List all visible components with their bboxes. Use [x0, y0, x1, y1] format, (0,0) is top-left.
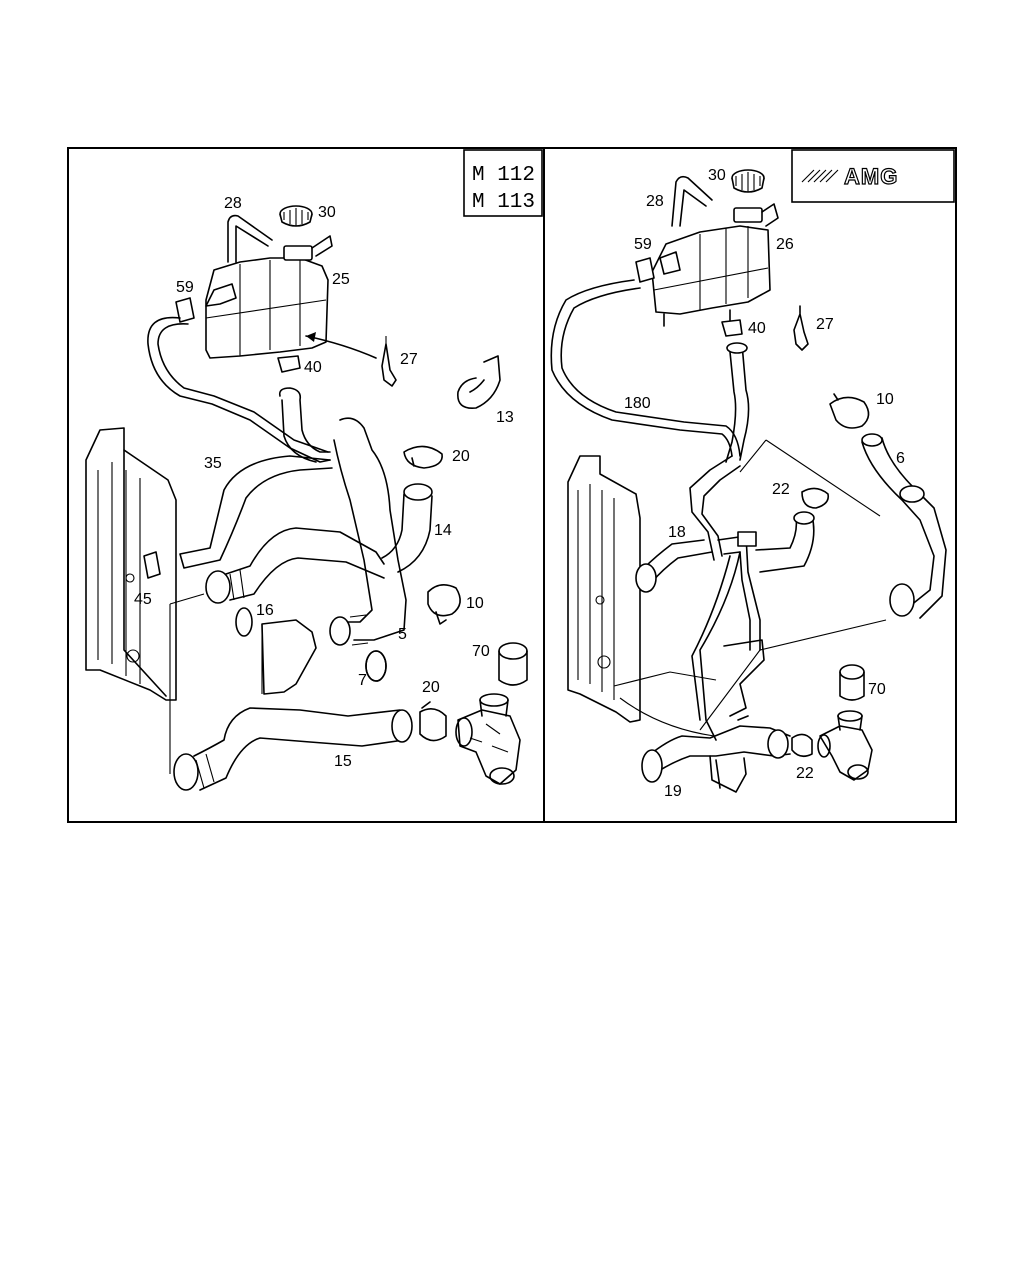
callout-19: 19	[664, 783, 682, 800]
clip-59-right	[635, 257, 655, 283]
clamp-22-upper	[801, 487, 830, 509]
diagram-border	[67, 147, 957, 823]
callout-27: 27	[400, 351, 418, 368]
callout-30: 30	[318, 204, 336, 221]
expansion-tank-25	[205, 235, 333, 359]
callout-27-right: 27	[816, 316, 834, 333]
callout-70: 70	[472, 643, 490, 660]
hose-35	[147, 316, 331, 463]
callout-10-right: 10	[876, 391, 894, 408]
engine-code-line2: M 113	[472, 191, 535, 214]
callout-26: 26	[776, 236, 794, 253]
callout-70-right: 70	[868, 681, 886, 698]
callout-59-right: 59	[634, 236, 652, 253]
radiator-right	[567, 455, 717, 737]
left-panel: M 112 M 113	[85, 149, 543, 791]
o-ring-7	[365, 650, 387, 682]
plug-40-right	[721, 319, 743, 337]
clamp-20-upper	[403, 445, 443, 469]
hose-upper-tank-outlet	[278, 387, 331, 463]
plug-40	[277, 355, 301, 373]
callout-45: 45	[134, 591, 152, 608]
clamp-10-right	[829, 393, 870, 429]
callout-13: 13	[496, 409, 514, 426]
callout-7: 7	[358, 672, 367, 689]
sensor-27-right	[793, 305, 809, 351]
callout-14: 14	[434, 522, 452, 539]
callout-16: 16	[256, 602, 274, 619]
hose-6	[861, 433, 947, 619]
callout-40: 40	[304, 359, 322, 376]
hose-18	[635, 455, 815, 651]
callout-22-lower: 22	[796, 765, 814, 782]
callout-5: 5	[398, 626, 407, 643]
cap-30-right	[731, 169, 765, 193]
thermostat-housing-right	[817, 710, 873, 781]
callout-30-right: 30	[708, 167, 726, 184]
hose-14	[381, 483, 433, 573]
clamp-22-lower	[791, 733, 813, 758]
hose-19	[641, 551, 791, 793]
radiator	[85, 427, 177, 701]
cap-30	[279, 205, 313, 227]
sleeve-70-right	[839, 664, 865, 701]
callout-28-right: 28	[646, 193, 664, 210]
callout-18: 18	[668, 524, 686, 541]
clamp-10	[427, 584, 461, 625]
callout-15: 15	[334, 753, 352, 770]
callout-20-lower: 20	[422, 679, 440, 696]
callout-20-upper: 20	[452, 448, 470, 465]
callout-22-upper: 22	[772, 481, 790, 498]
callout-40-right: 40	[748, 320, 766, 337]
hose-5	[329, 417, 407, 646]
hose-15	[173, 707, 413, 791]
svg-text:AMG: AMG	[844, 164, 898, 189]
clamp-13	[457, 355, 501, 409]
callout-10: 10	[466, 595, 484, 612]
amg-logo-box	[791, 149, 955, 203]
clamp-20-lower	[419, 701, 447, 742]
callout-180: 180	[624, 395, 651, 412]
sensor-27	[305, 332, 397, 387]
callout-25: 25	[332, 271, 350, 288]
clip-45	[143, 551, 161, 579]
hose-16-and-connector	[205, 527, 387, 695]
expansion-tank-26	[651, 203, 779, 327]
clip-59	[175, 297, 195, 323]
sleeve-70	[498, 642, 528, 686]
vent-pipe-28	[227, 214, 273, 263]
amg-logo: AMG	[801, 163, 898, 190]
callout-6: 6	[896, 450, 905, 467]
hose-180	[550, 279, 741, 457]
callout-35: 35	[204, 455, 222, 472]
engine-code-box	[463, 149, 543, 217]
thermostat-housing	[455, 693, 521, 785]
engine-code-line1: M 112	[472, 164, 535, 187]
callout-28: 28	[224, 195, 242, 212]
vent-pipe-28-right	[671, 175, 713, 227]
callout-59: 59	[176, 279, 194, 296]
right-panel: AMG	[550, 149, 955, 800]
